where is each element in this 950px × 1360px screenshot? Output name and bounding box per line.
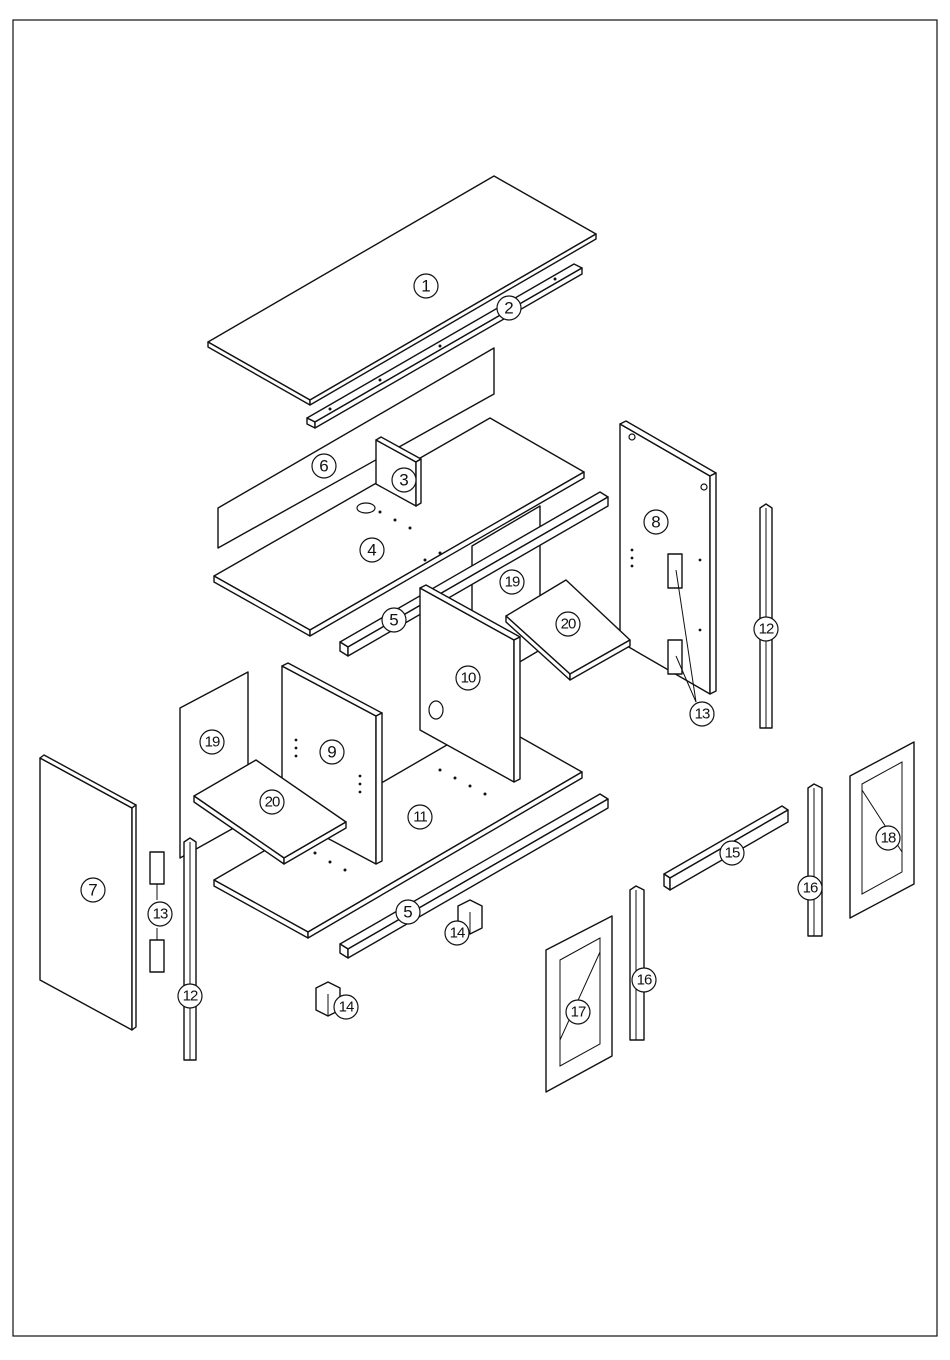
callout-6: 6 [312, 454, 336, 478]
svg-text:13: 13 [695, 706, 710, 723]
callout-10: 10 [456, 666, 480, 690]
svg-text:4: 4 [367, 541, 376, 560]
callout-1: 1 [414, 274, 438, 298]
svg-text:14: 14 [450, 925, 465, 942]
svg-text:2: 2 [504, 299, 513, 318]
callout-8: 8 [644, 510, 668, 534]
callout-15: 15 [720, 841, 744, 865]
svg-text:20: 20 [561, 616, 576, 633]
callout-9: 9 [320, 740, 344, 764]
svg-text:19: 19 [205, 734, 220, 751]
svg-text:16: 16 [637, 972, 652, 989]
callout-20-left: 20 [260, 790, 284, 814]
callout-7: 7 [81, 878, 105, 902]
svg-text:8: 8 [651, 513, 660, 532]
svg-text:10: 10 [461, 670, 476, 687]
callout-5-upper: 5 [382, 608, 406, 632]
callout-5-lower: 5 [396, 900, 420, 924]
part-16-stile-right [808, 784, 822, 936]
svg-text:14: 14 [339, 999, 354, 1016]
svg-text:12: 12 [759, 621, 774, 638]
svg-text:1: 1 [421, 277, 430, 296]
callout-13-right: 13 [690, 702, 714, 726]
callout-3: 3 [392, 468, 416, 492]
svg-text:5: 5 [389, 611, 398, 630]
callout-14-b: 14 [334, 995, 358, 1019]
callout-19-right: 19 [500, 570, 524, 594]
svg-text:15: 15 [725, 845, 740, 862]
svg-text:7: 7 [88, 881, 97, 900]
svg-text:19: 19 [505, 574, 520, 591]
part-12-leg-left [184, 838, 196, 1060]
part-12-leg-right [760, 504, 772, 728]
callout-19-left: 19 [200, 730, 224, 754]
svg-text:13: 13 [153, 906, 168, 923]
part-8-right-side-panel [620, 421, 716, 694]
svg-text:5: 5 [403, 903, 412, 922]
callout-16-right: 16 [798, 876, 822, 900]
svg-text:17: 17 [571, 1004, 586, 1021]
callout-14-a: 14 [445, 921, 469, 945]
callout-2: 2 [497, 296, 521, 320]
svg-text:11: 11 [413, 809, 427, 826]
svg-text:20: 20 [265, 794, 280, 811]
part-16-stile-left [630, 886, 644, 1040]
callout-12-left: 12 [178, 984, 202, 1008]
callout-13-left: 13 [148, 902, 172, 926]
callout-4: 4 [360, 538, 384, 562]
callout-16-left: 16 [632, 968, 656, 992]
callout-11: 11 [408, 805, 432, 829]
svg-text:12: 12 [183, 988, 198, 1005]
callout-17: 17 [566, 1000, 590, 1024]
svg-text:9: 9 [327, 743, 336, 762]
svg-text:3: 3 [399, 471, 408, 490]
svg-text:16: 16 [803, 880, 818, 897]
callout-12-right: 12 [754, 617, 778, 641]
svg-text:18: 18 [881, 830, 896, 847]
callout-18: 18 [876, 826, 900, 850]
callout-20-right: 20 [556, 612, 580, 636]
svg-text:6: 6 [319, 457, 328, 476]
